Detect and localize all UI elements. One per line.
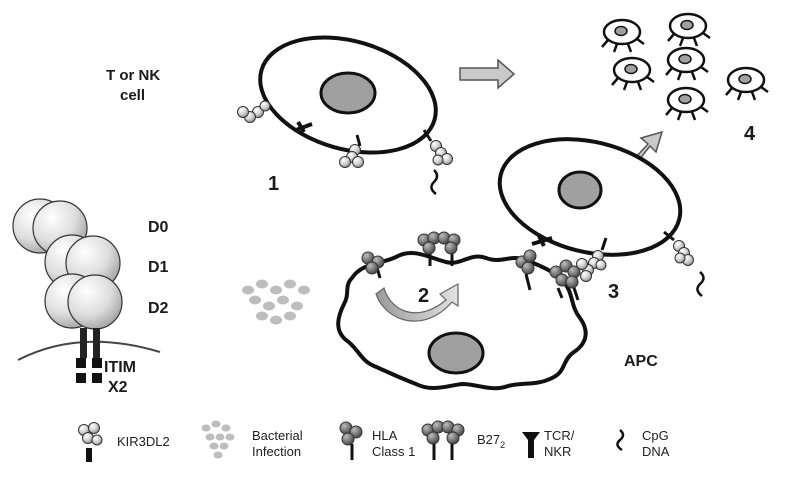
bacterium [209, 442, 219, 450]
step-1: 1 [268, 173, 279, 195]
legend: KIR3DL2 Bacterial Infection HLA Class 1 … [78, 420, 670, 462]
bacterium [225, 433, 235, 441]
legend-cpg-icon [616, 429, 625, 452]
step-3: 3 [608, 281, 619, 303]
arrow-right [459, 58, 516, 90]
cell-nucleus [319, 71, 377, 115]
membrane-curve [17, 340, 161, 361]
tcr-on-cell [295, 120, 313, 134]
bacterium [215, 433, 225, 441]
legend-hla-line1: HLA [372, 428, 398, 443]
bacterium [249, 295, 261, 305]
curved-arrow [375, 282, 459, 322]
bacterial-infection [242, 279, 310, 325]
small-cell [725, 66, 769, 101]
bacterium [242, 285, 254, 295]
bacterium [263, 301, 275, 311]
label-d2: D2 [148, 300, 169, 317]
b27-dimer-on-apc [417, 231, 461, 266]
legend-bacterial-icon [201, 420, 235, 459]
bacterium [277, 295, 289, 305]
small-cell [611, 56, 655, 91]
bacterium [291, 301, 303, 311]
b27-kir-synapse [515, 249, 592, 301]
bacterium [205, 433, 215, 441]
itim-motif [92, 358, 102, 368]
apc-nucleus [427, 331, 485, 375]
small-cell [667, 12, 711, 47]
bacterium [270, 285, 282, 295]
bacterium [284, 279, 296, 289]
step-2: 2 [418, 285, 429, 307]
legend-tcr-line2: NKR [544, 444, 571, 459]
label-x2: X2 [108, 379, 128, 396]
itim-motif [76, 358, 86, 368]
step-4: 4 [744, 123, 756, 145]
bacterium [256, 279, 268, 289]
bacterium [211, 420, 221, 428]
hla-class1-on-apc [361, 251, 385, 279]
bacterium [298, 285, 310, 295]
kir3dl2-on-cell [422, 129, 453, 166]
legend-kir-icon [78, 422, 103, 462]
legend-tcr-icon [522, 432, 540, 458]
kir3dl2-on-cell [339, 134, 364, 168]
legend-tcr-line1: TCR/ [544, 428, 575, 443]
kir3dl2-receptor: D0 D1 D2 ITIM X2 [12, 198, 169, 396]
legend-b27-icon [421, 420, 465, 460]
label-apc: APC [624, 353, 658, 370]
legend-hla-line2: Class 1 [372, 444, 415, 459]
label-t-nk-line2: cell [120, 87, 145, 104]
bacterium [221, 424, 231, 432]
bacterium [201, 424, 211, 432]
kir3dl2-on-cell [663, 230, 694, 266]
legend-cpg-line2: DNA [642, 444, 670, 459]
label-d1: D1 [148, 259, 169, 276]
label-d0: D0 [148, 219, 169, 236]
label-itim: ITIM [104, 359, 136, 376]
apc-cell: 2 [336, 231, 592, 391]
proliferating-cells [601, 12, 769, 121]
cpg-dna [430, 169, 439, 195]
tcr-on-cell [531, 233, 553, 247]
itim-motif [92, 373, 102, 383]
small-cell [665, 46, 709, 81]
t-nk-cell-engaged [497, 137, 705, 297]
legend-cpg-line1: CpG [642, 428, 669, 443]
kir3dl2-on-cell [582, 237, 608, 276]
itim-motif [76, 373, 86, 383]
label-t-nk-line1: T or NK [106, 67, 160, 84]
cell-nucleus [557, 170, 603, 210]
legend-bacterial-line2: Infection [252, 444, 301, 459]
legend-hla-icon [339, 421, 363, 460]
small-cell [601, 18, 645, 53]
kir3dl2-on-cell [237, 98, 274, 123]
legend-b27-label: B272 [477, 432, 505, 450]
tm-segment [80, 328, 87, 358]
bacterium [270, 315, 282, 325]
legend-bacterial-line1: Bacterial [252, 428, 303, 443]
apc-membrane [336, 251, 588, 391]
bacterium [219, 442, 229, 450]
small-cell [665, 86, 709, 121]
t-nk-cell [237, 35, 453, 195]
bacterium [213, 451, 223, 459]
bacterium [284, 311, 296, 321]
tm-segment [93, 328, 100, 358]
cpg-dna [696, 271, 705, 297]
domain-d2 [67, 274, 123, 330]
legend-kir-label: KIR3DL2 [117, 434, 170, 449]
bacterium [256, 311, 268, 321]
